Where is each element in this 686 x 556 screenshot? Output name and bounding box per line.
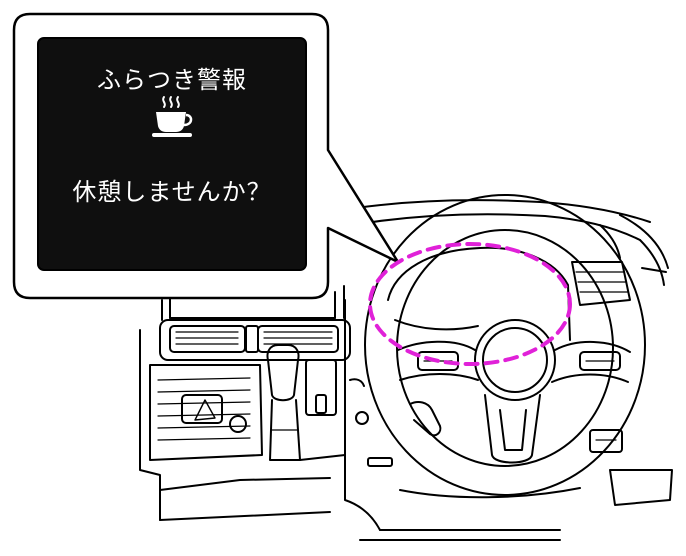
shift-lever: [266, 344, 346, 461]
center-air-vents: [159, 319, 351, 361]
coffee-cup-icon: [152, 96, 193, 137]
steering-wheel: [364, 194, 646, 496]
rest-suggestion-message: 休憩しませんか？: [72, 178, 272, 206]
drowsiness-warning-title: ふらつき警報: [97, 66, 247, 94]
dashboard-top: [329, 199, 669, 286]
meter-highlight-ellipse: [368, 242, 572, 366]
climate-control-panel: [139, 329, 331, 521]
right-air-vent: [571, 261, 631, 306]
warning-display-screen: [37, 37, 307, 271]
lower-dash: [344, 299, 673, 541]
